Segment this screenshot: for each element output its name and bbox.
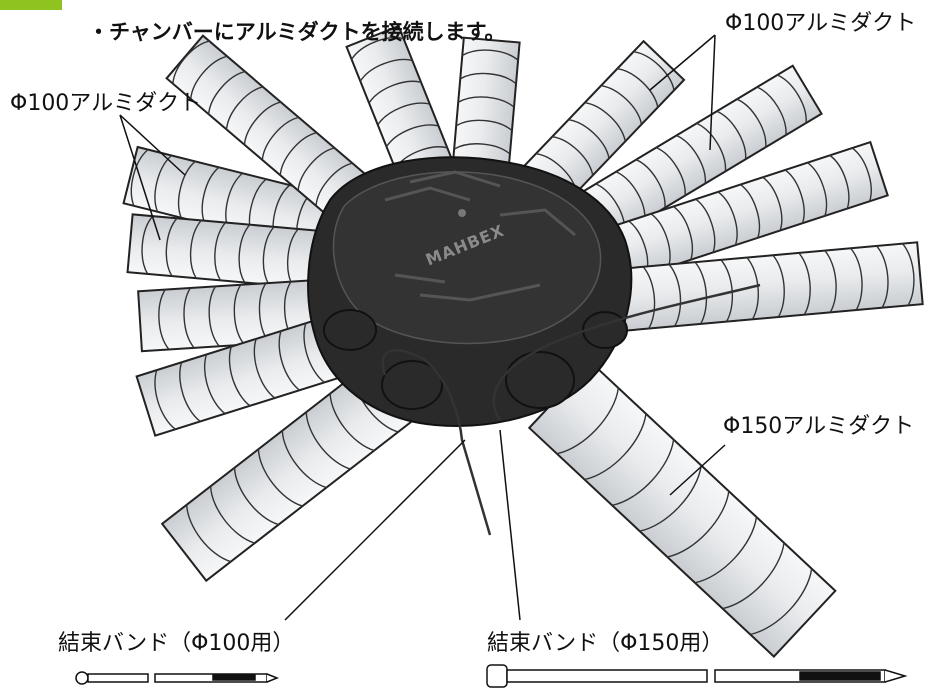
label-band150: 結束バンド（Φ150用）: [487, 631, 724, 656]
duct-group: [122, 24, 924, 658]
band100-tie: [381, 348, 492, 536]
label-duct100-right: Φ100アルミダクト: [725, 11, 917, 36]
band100-symbol: [75, 671, 280, 685]
aluminum-duct: [451, 36, 521, 179]
aluminum-duct: [574, 64, 823, 246]
band150-tie: [492, 283, 761, 421]
aluminum-duct: [527, 360, 837, 658]
label-band100: 結束バンド（Φ100用）: [58, 631, 295, 656]
aluminum-duct: [616, 241, 924, 332]
step-badge: [0, 0, 62, 10]
band150-symbol: [486, 664, 908, 688]
label-duct100-left: Φ100アルミダクト: [10, 91, 202, 116]
label-duct150: Φ150アルミダクト: [723, 414, 915, 439]
instruction-heading: ・チャンバーにアルミダクトを接続します。: [88, 20, 506, 44]
chamber: MAHBEX: [307, 156, 633, 427]
